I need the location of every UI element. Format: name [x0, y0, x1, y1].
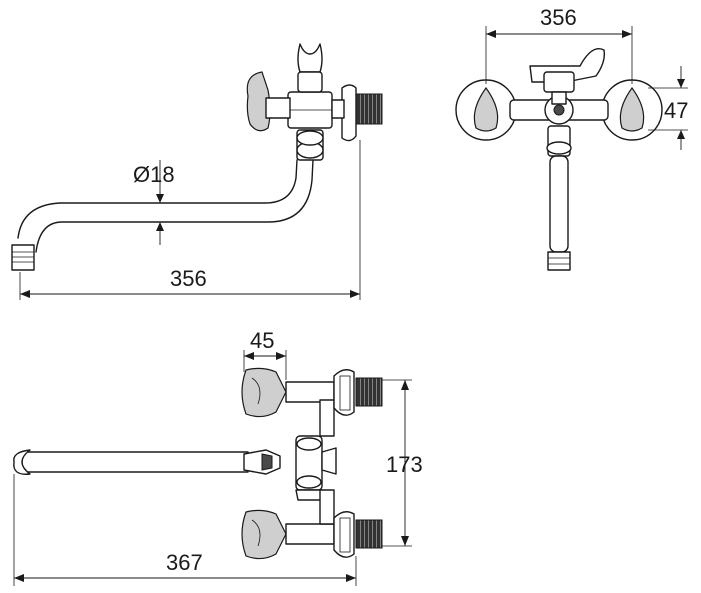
side-thread [355, 93, 383, 125]
top-upper-thread [355, 377, 383, 407]
front-down-pipe [549, 155, 569, 253]
dim-front-height: 47 [648, 66, 688, 150]
front-view [455, 48, 663, 271]
dim-side-length: 356 [19, 140, 361, 300]
top-spout-end [13, 449, 31, 475]
dim-side-length-label: 356 [170, 266, 207, 291]
top-upper-handle [241, 367, 287, 418]
top-spout [21, 451, 249, 473]
dim-top-handle: 45 [243, 328, 287, 380]
dim-top-length-label: 367 [166, 550, 203, 575]
front-left-handle [473, 86, 499, 132]
dim-top-length: 367 [13, 474, 357, 586]
side-view [11, 43, 383, 271]
side-shower-holder [297, 43, 323, 73]
side-handle [246, 71, 271, 132]
top-lower-handle [241, 509, 287, 560]
dim-top-handle-label: 45 [250, 328, 274, 353]
dim-front-width: 356 [485, 5, 633, 84]
dim-front-width-label: 356 [540, 5, 577, 30]
dim-front-height-label: 47 [664, 98, 688, 123]
front-right-handle [619, 86, 645, 132]
side-spout-nozzle [11, 244, 35, 271]
dim-top-span-label: 173 [386, 452, 423, 477]
dim-diameter-label: Ø18 [133, 162, 175, 187]
top-view [13, 367, 383, 560]
dim-top-span: 173 [382, 379, 423, 547]
top-lower-thread [355, 519, 383, 549]
side-escutcheon [341, 84, 357, 142]
side-spout [17, 159, 314, 253]
dim-diameter: Ø18 [133, 160, 175, 245]
